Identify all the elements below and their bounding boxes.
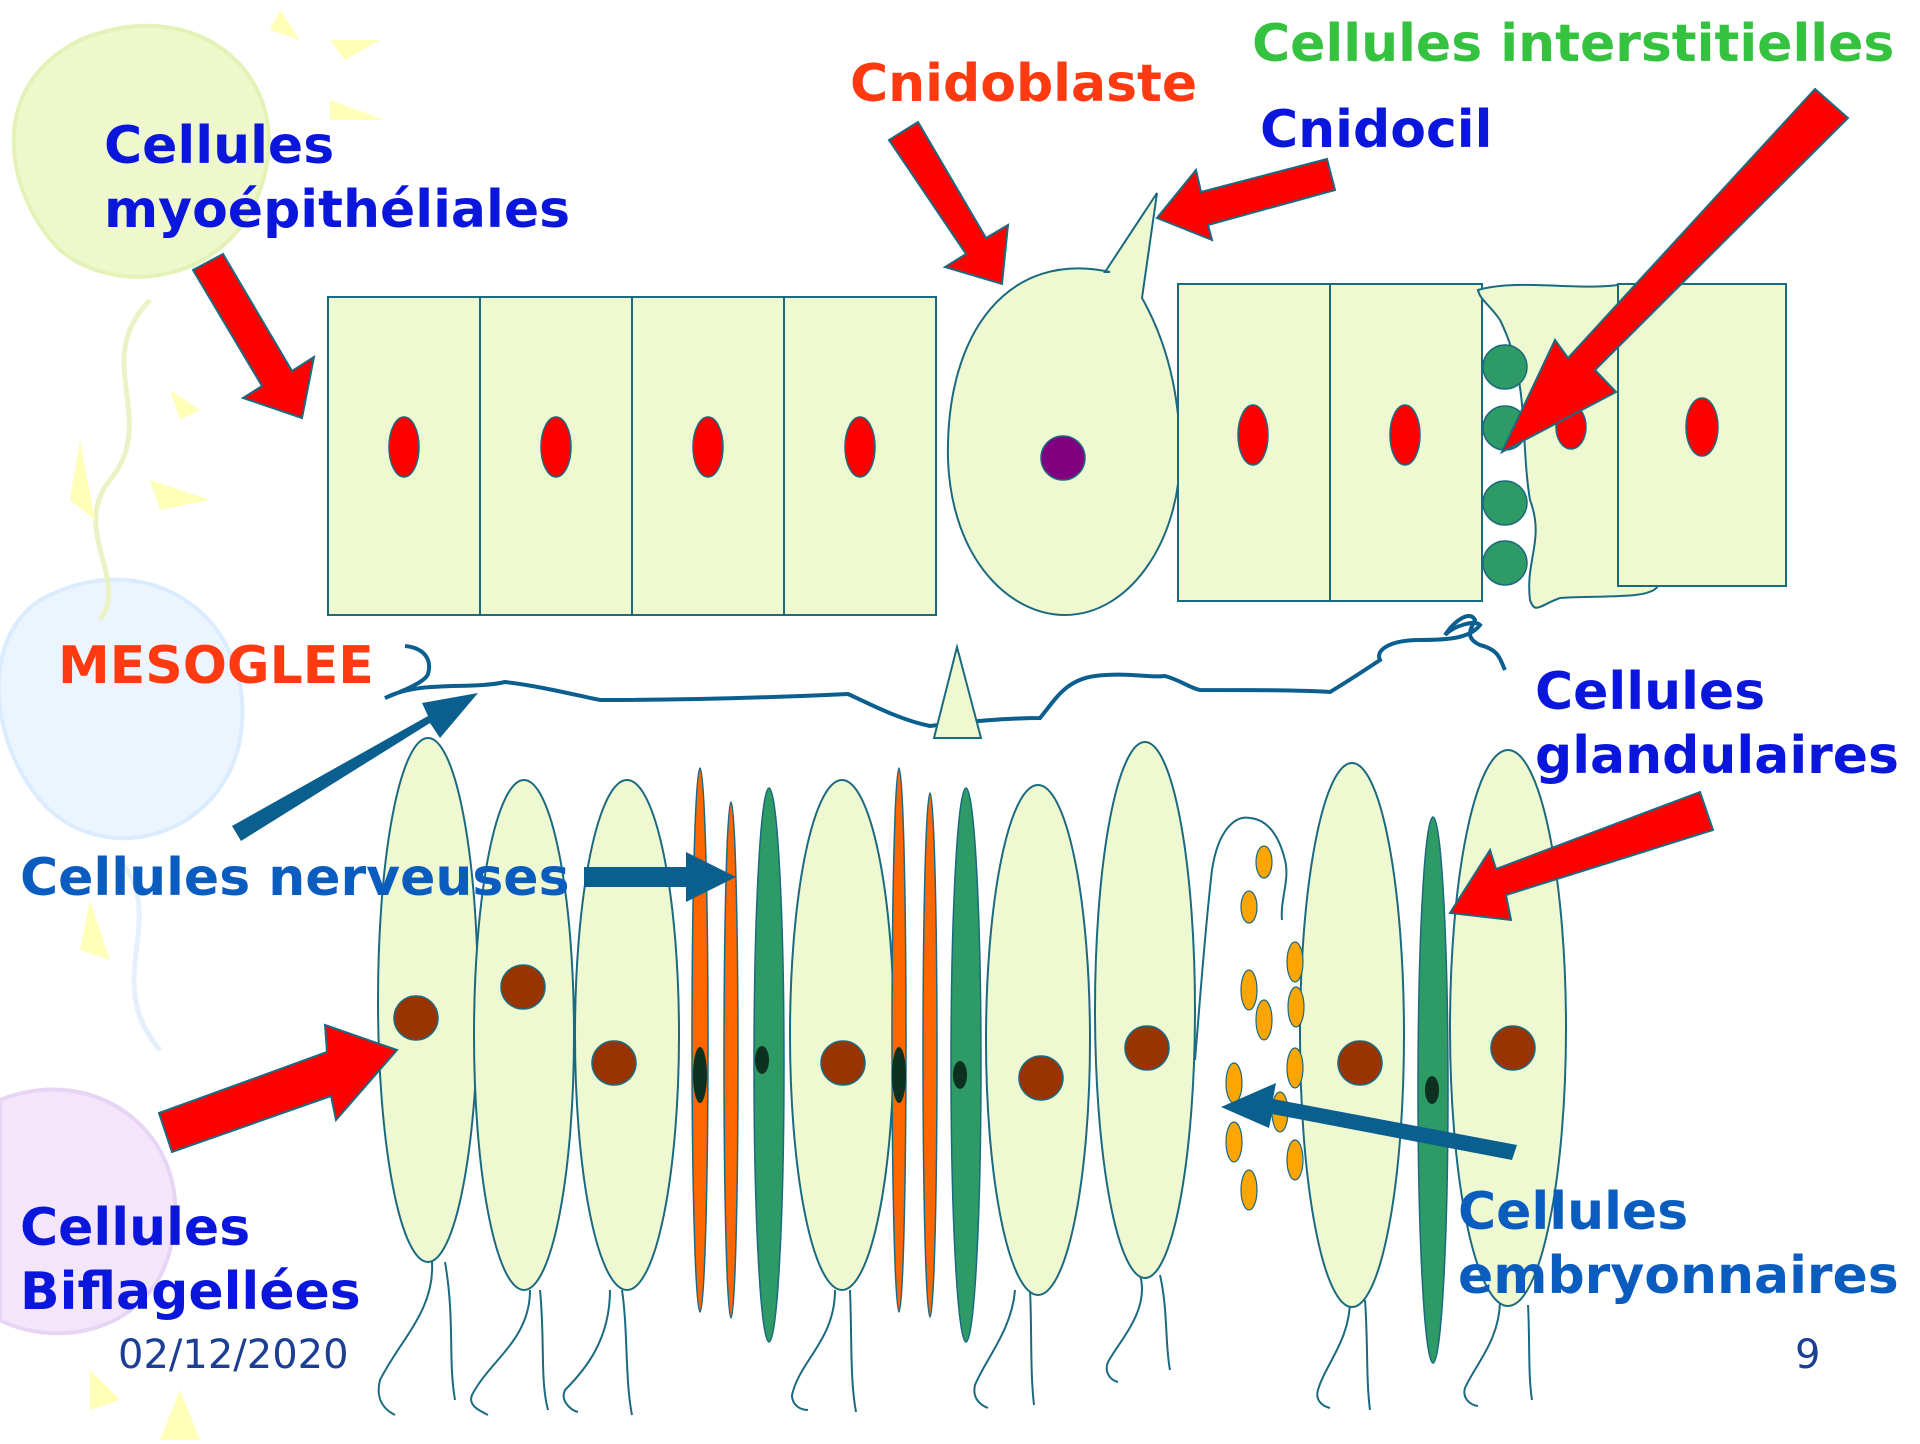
secretion-granule [1226, 1063, 1242, 1103]
thin-cell-nucleus [1425, 1076, 1439, 1104]
nerve-cell [892, 768, 906, 1312]
secretion-granule [1287, 1048, 1303, 1088]
secretion-granule [1288, 987, 1304, 1027]
flagellum [1365, 1300, 1370, 1410]
biflagellate-nucleus [394, 996, 438, 1040]
balloon-blue-decoration [0, 580, 242, 839]
arrow-biflagellees [159, 1025, 397, 1152]
secretion-granule [1287, 1140, 1303, 1180]
flagellum [850, 1290, 856, 1412]
biflagellate-nucleus [592, 1041, 636, 1085]
myoepithelial-nucleus [845, 417, 875, 477]
sparkle-decoration [330, 40, 380, 60]
label-glandulaires-line1: Cellules [1535, 660, 1765, 724]
label-interstitielles: Cellules interstitielles [1252, 12, 1894, 76]
flagellum [974, 1290, 1015, 1408]
myoepithelial-nucleus [1686, 398, 1718, 456]
flagellum [379, 1262, 433, 1415]
flagellum [1160, 1275, 1170, 1370]
biflagellate-cell [1300, 763, 1404, 1307]
biflagellate-cell [575, 780, 679, 1290]
flagellum [540, 1290, 548, 1410]
balloon-string-decoration [96, 300, 150, 620]
footer-page-number: 9 [1795, 1331, 1820, 1379]
flagellum [445, 1262, 455, 1400]
sparkle-decoration [160, 1390, 200, 1440]
biflagellate-nucleus [1125, 1026, 1169, 1070]
thin-cell-nucleus [892, 1047, 906, 1103]
cnidoblast-nucleus [1041, 436, 1085, 480]
mesoglea [385, 616, 1505, 738]
label-myoepitheliales-line2: myoépithéliales [104, 178, 570, 242]
secretion-granule [1287, 942, 1303, 982]
footer-date: 02/12/2020 [118, 1331, 349, 1379]
flagellum [1030, 1290, 1034, 1405]
arrow-myoepithelial [193, 254, 314, 418]
sparkle-decoration [150, 480, 210, 510]
nerve-cell [692, 768, 708, 1312]
nerve-cell [923, 793, 937, 1317]
biflagellate-nucleus [1338, 1041, 1382, 1085]
secretion-granule [1226, 1122, 1242, 1162]
label-cnidoblaste: Cnidoblaste [850, 52, 1197, 116]
flagellum [1107, 1275, 1142, 1382]
secretion-granule [1241, 891, 1257, 923]
biflagellate-cell [986, 785, 1090, 1295]
biflagellate-cell [1095, 742, 1195, 1278]
interstitial-cell [1483, 481, 1527, 525]
flagellum [1464, 1300, 1500, 1406]
biflagellate-cell [790, 780, 894, 1290]
biflagellate-nucleus [1491, 1026, 1535, 1070]
mesoglea-spike [934, 647, 981, 738]
thin-cell-nucleus [755, 1046, 769, 1074]
interstitial-cell [1483, 345, 1527, 389]
secretion-granule [1256, 846, 1272, 878]
myoepithelial-nucleus [389, 417, 419, 477]
label-cnidocil: Cnidocil [1260, 98, 1492, 162]
sparkle-decoration [170, 390, 200, 420]
label-glandulaires-line2: glandulaires [1535, 724, 1899, 788]
arrow-cnidoblaste [889, 122, 1008, 284]
thin-cell-nucleus [953, 1061, 967, 1089]
flagellum [1317, 1300, 1350, 1408]
flagellum [792, 1290, 835, 1410]
myoepithelial-nucleus [1238, 405, 1268, 465]
myoepithelial-nucleus [1390, 405, 1420, 465]
flagellum [471, 1290, 530, 1415]
sparkle-decoration [270, 10, 300, 40]
arrow-cnidocil [1157, 159, 1335, 240]
flagellum [622, 1290, 632, 1415]
flagellum [1528, 1305, 1532, 1400]
biflagellate-nucleus [501, 965, 545, 1009]
secretion-granule [1241, 1170, 1257, 1210]
label-embryonnaires-line2: embryonnaires [1458, 1244, 1899, 1308]
sparkle-decoration [70, 440, 95, 520]
endoderm-layer [378, 738, 1566, 1415]
label-mesoglee: MESOGLEE [58, 634, 374, 698]
interstitial-cell [1483, 541, 1527, 585]
biflagellate-nucleus [821, 1041, 865, 1085]
myoepithelial-nucleus [693, 417, 723, 477]
biflagellate-nucleus [1019, 1056, 1063, 1100]
thin-cell-nucleus [693, 1047, 707, 1103]
secretion-granule [1241, 970, 1257, 1010]
glandular-cell-open [1195, 818, 1286, 1060]
label-embryonnaires-line1: Cellules [1458, 1180, 1688, 1244]
label-biflagellees-line1: Cellules [20, 1196, 250, 1260]
flagellum [564, 1290, 610, 1412]
secretion-granule [1256, 1000, 1272, 1040]
label-biflagellees-line2: Biflagellées [20, 1260, 361, 1324]
sparkle-decoration [90, 1370, 120, 1410]
myoepithelial-nucleus [541, 417, 571, 477]
sparkle-decoration [330, 100, 385, 120]
label-myoepitheliales-line1: Cellules [104, 114, 334, 178]
label-nerveuses: Cellules nerveuses [20, 846, 570, 910]
